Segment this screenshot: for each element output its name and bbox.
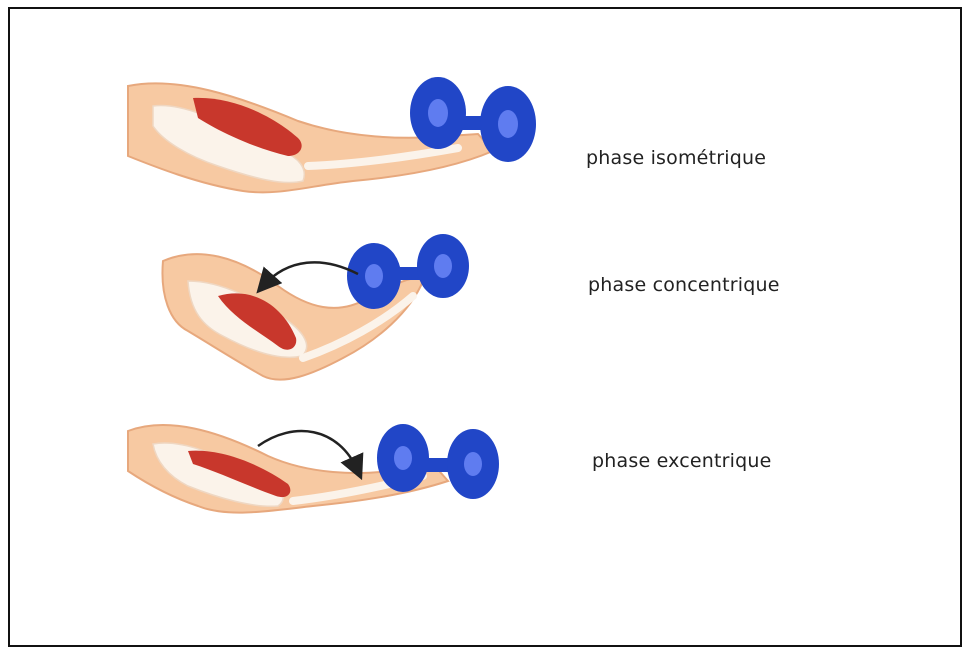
phase-label-concentric: phase concentrique	[588, 274, 780, 296]
concentric-arrow	[263, 262, 358, 286]
eccentric-dumbbell	[377, 424, 499, 499]
arm-phases-figure	[118, 76, 588, 536]
phase-label-isometric: phase isométrique	[586, 147, 766, 169]
phase-label-eccentric: phase excentrique	[592, 450, 772, 472]
